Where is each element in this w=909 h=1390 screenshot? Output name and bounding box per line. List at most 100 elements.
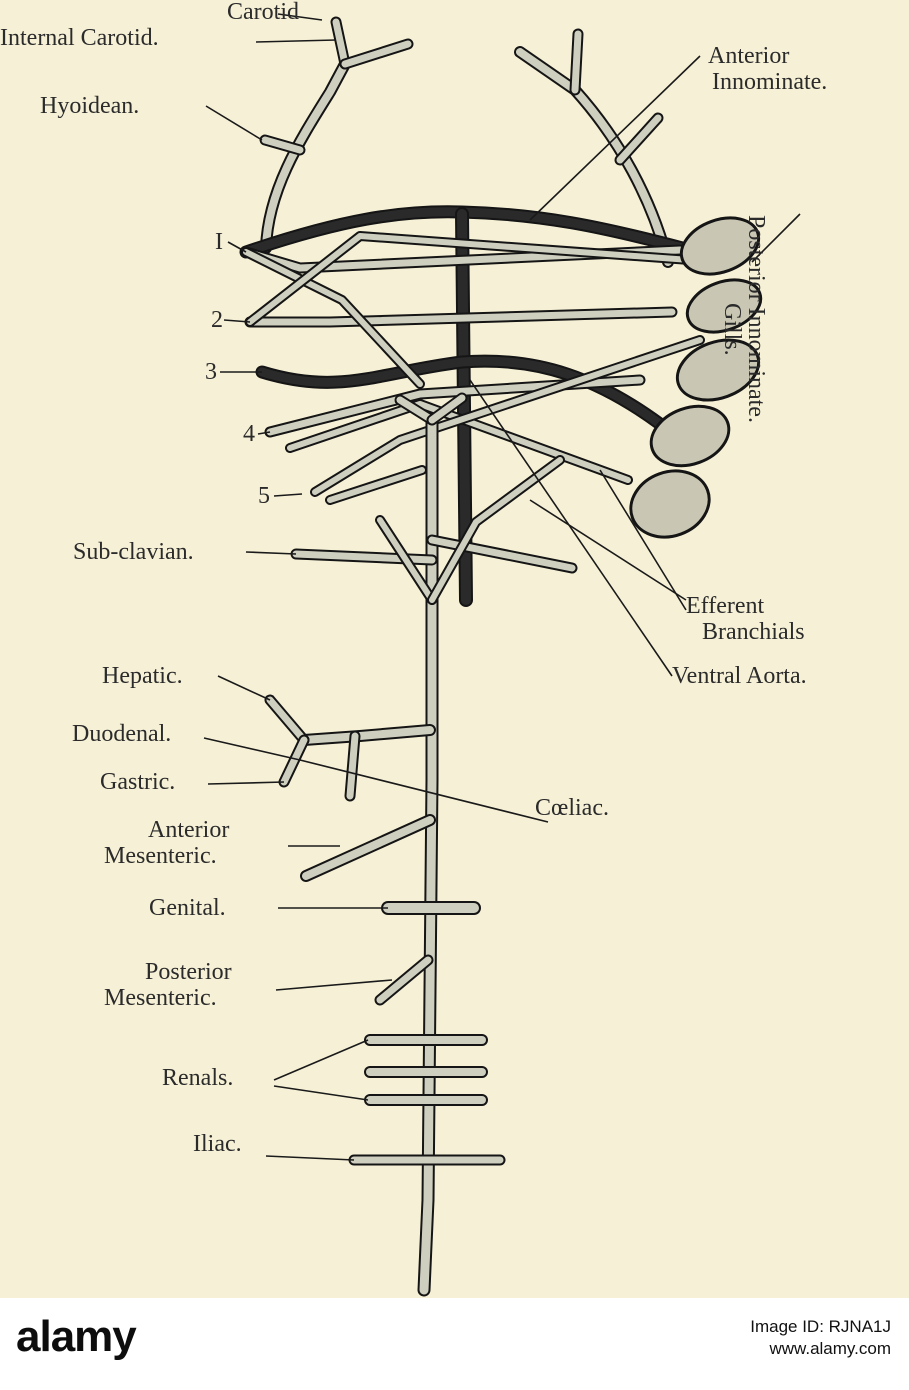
label-efferent-branchials-1: Efferent <box>686 593 765 619</box>
label-posterior-mesenteric-1: Posterior <box>145 959 232 985</box>
label-anterior-innominate-1: Anterior <box>708 43 790 69</box>
vessel-subclavian-right <box>426 534 578 574</box>
label-hyoidean: Hyoidean. <box>40 93 140 119</box>
label-hepatic: Hepatic. <box>102 663 183 689</box>
leader-renals-1 <box>273 1039 369 1081</box>
vessel-internal-carotid-fill <box>341 40 412 68</box>
vessel-anterior-mesenteric-fill <box>302 816 434 880</box>
leader-arch-5 <box>273 493 303 497</box>
vessel-efferent-2-fill <box>246 308 676 326</box>
vessel-subclavian-right-fill <box>428 536 576 572</box>
label-coeliac: Cœliac. <box>535 795 609 821</box>
footer-image-id: Image ID: RJNA1J www.alamy.com <box>750 1316 891 1360</box>
vessel-right-branch-fill <box>616 114 662 164</box>
label-anterior-innominate-2: Innominate. <box>712 69 828 95</box>
gill-4 <box>649 404 731 468</box>
footer-url: www.alamy.com <box>769 1339 891 1358</box>
leader-iliac <box>265 1155 355 1161</box>
label-anterior-mesenteric-2: Mesenteric. <box>104 843 217 869</box>
label-genital: Genital. <box>149 895 226 921</box>
label-efferent-branchials-2: Branchials <box>702 619 805 645</box>
label-iliac: Iliac. <box>193 1131 242 1157</box>
leader-anterior-innominate <box>529 55 701 221</box>
label-carotid: Carotid <box>227 0 299 25</box>
vessel-dorsal-root-right <box>426 392 468 426</box>
vessel-posterior-mesenteric-fill <box>376 956 432 1004</box>
vessel-dorsal-root-left-fill <box>396 396 436 424</box>
leader-posterior-mesenteric <box>275 979 393 991</box>
label-posterior-innominate: Posterior Innominate. <box>743 215 769 423</box>
vessel-branch-right-upper-fill <box>429 457 563 603</box>
leader-efferent-branchials-a <box>529 499 687 601</box>
vessel-hyoidean-fill <box>261 136 304 154</box>
vessel-right-carotid-fill <box>571 30 582 94</box>
vessel-posterior-innominate-arch <box>255 354 667 431</box>
vessel-left-carotid-arc-fill <box>262 60 349 252</box>
vessel-efferent-5-fill <box>287 401 631 483</box>
vessel-left-carotid-arc <box>260 58 351 254</box>
label-arch-4: 4 <box>243 421 255 447</box>
diagram-plate: Carotid Internal Carotid. Hyoidean. I 2 … <box>0 0 828 1297</box>
label-arch-5: 5 <box>258 483 270 509</box>
vessel-branch-left-upper-fill <box>377 517 435 603</box>
vessel-branch-right-upper <box>427 455 565 605</box>
leader-efferent-branchials-b <box>599 469 687 611</box>
vessel-hepatic-fill <box>266 696 308 744</box>
label-renals: Renals. <box>162 1065 234 1091</box>
leader-arch-4 <box>257 431 271 435</box>
label-internal-carotid: Internal Carotid. <box>0 25 159 51</box>
vessel-hyoidean <box>259 134 306 156</box>
leader-hyoidean <box>205 105 263 141</box>
vessel-efferent-6-fill <box>312 337 703 495</box>
label-anterior-mesenteric-1: Anterior <box>148 817 230 843</box>
vessel-branch-left-upper <box>375 515 437 605</box>
label-gastric: Gastric. <box>100 769 176 795</box>
footer-logo: alamy <box>16 1312 137 1361</box>
vessel-efferent-6 <box>310 335 705 497</box>
gill-5 <box>629 469 711 539</box>
vessel-efferent-3 <box>241 247 425 389</box>
vessel-efferent-5 <box>285 399 633 485</box>
label-arch-3: 3 <box>205 359 217 385</box>
label-ventral-aorta: Ventral Aorta. <box>672 663 807 689</box>
vessel-right-carotid <box>569 28 584 96</box>
vessel-dorsal-root-right-fill <box>428 394 466 424</box>
vessel-efferent-7 <box>325 465 427 505</box>
label-subclavian: Sub-clavian. <box>73 539 194 565</box>
vessel-gastric-fill <box>280 736 308 786</box>
vessel-duodenal <box>344 730 361 802</box>
vessel-efferent-8-fill <box>247 233 693 325</box>
label-arch-2: 2 <box>211 307 223 333</box>
leader-renals-2 <box>273 1085 369 1101</box>
vessel-efferent-2 <box>244 306 678 328</box>
gill-3 <box>675 338 761 402</box>
vessel-efferent-7-fill <box>327 467 425 503</box>
vessel-carotid <box>330 16 351 70</box>
leader-arch-2 <box>223 319 251 323</box>
leader-duodenal-coeliac <box>203 737 549 823</box>
vessel-posterior-mesenteric <box>374 954 434 1006</box>
label-arch-1: I <box>215 229 223 255</box>
vessel-hepatic <box>264 694 310 746</box>
circulatory-diagram <box>203 13 801 1297</box>
label-duodenal: Duodenal. <box>72 721 172 747</box>
footer-bar <box>0 1298 909 1390</box>
footer-image-id-text: Image ID: RJNA1J <box>750 1317 891 1336</box>
vessel-dorsal-root-left <box>394 394 438 426</box>
gill-2 <box>685 278 763 334</box>
vessel-posterior-innominate-arch-fill <box>257 356 665 429</box>
label-posterior-mesenteric-2: Mesenteric. <box>104 985 217 1011</box>
vessel-gastric <box>278 734 310 788</box>
vessel-subclavian-left <box>290 548 438 566</box>
leader-arch-1 <box>227 241 247 253</box>
label-gills-block: Posterior Innominate. Gills. <box>719 215 769 423</box>
leader-carotid <box>277 13 323 21</box>
leader-hepatic <box>217 675 271 701</box>
leader-ventral-aorta <box>469 379 673 677</box>
vessel-carotid-fill <box>332 18 349 68</box>
label-gills: Gills. <box>719 303 745 356</box>
vessel-anterior-mesenteric <box>300 814 436 882</box>
vessel-efferent-8 <box>245 231 695 327</box>
vessel-coeliac <box>298 724 436 746</box>
vessel-branch-right-upper-outline <box>427 455 565 605</box>
